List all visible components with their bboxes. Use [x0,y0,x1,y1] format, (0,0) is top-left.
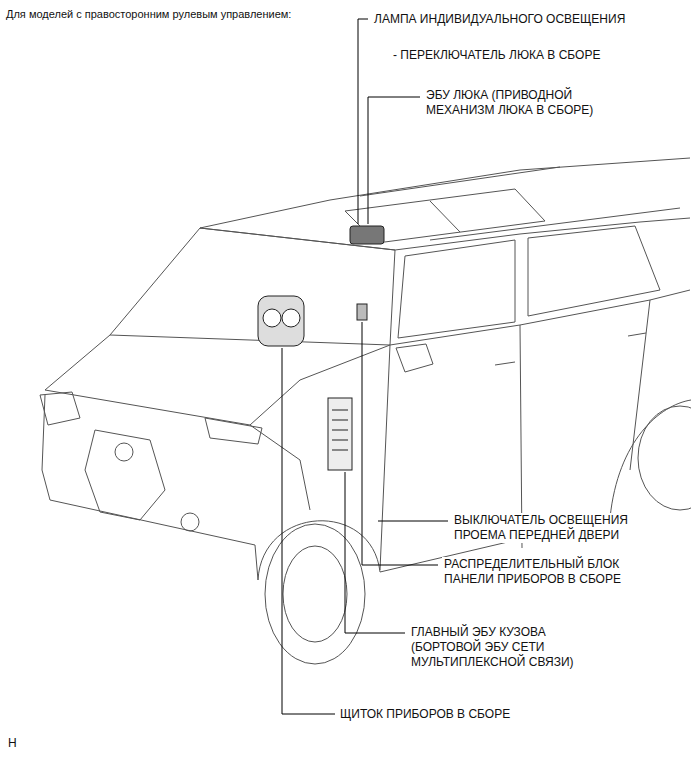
part-label: ГЛАВНЫЙ ЭБУ КУЗОВА (БОРТОВОЙ ЭБУ СЕТИ МУ… [409,625,613,670]
leader-lines [282,19,448,714]
front-window [398,240,515,338]
part-label: ЭБУ ЛЮКА (ПРИВОДНОЙ МЕХАНИЗМ ЛЮКА В СБОР… [424,88,633,118]
sunroof-ecu [350,226,384,244]
rear-wheel [638,406,691,510]
part-label: - ПЕРЕКЛЮЧАТЕЛЬ ЛЮКА В СБОРЕ [391,48,602,63]
wheel-rim [283,546,347,642]
roof-edge [200,158,690,228]
part-label: ВЫКЛЮЧАТЕЛЬ ОСВЕЩЕНИЯ ПРОЕМА ПЕРЕДНЕЙ ДВ… [452,513,671,543]
belt-line [390,290,690,345]
leader-line [362,322,438,565]
headlight [40,392,262,444]
instrument-cluster [258,296,304,346]
ecu-ribs [332,410,348,450]
leader-line [378,521,448,522]
fog-lamp [181,513,199,531]
windshield [110,228,395,345]
door-handle [495,333,646,365]
rear-window [528,226,660,316]
components [258,226,384,470]
gauge [263,309,281,327]
body-ecu [328,398,352,470]
part-label: РАСПРЕДЕЛИТЕЛЬНЫЙ БЛОК ПАНЕЛИ ПРИБОРОВ В… [442,557,671,587]
leader-line [358,19,368,224]
grille [85,430,165,520]
roof-rail [360,167,680,240]
leader-line [345,472,405,633]
mirror [396,344,433,372]
leader-line [368,97,420,224]
figure-code: H [6,736,19,751]
part-label: ЩИТОК ПРИБОРОВ В СБОРЕ [338,707,512,722]
leader-line [282,348,335,714]
heading: Для моделей с правосторонним рулевым упр… [6,8,291,22]
part-label: ЛАМПА ИНДИВИДУАЛЬНОГО ОСВЕЩЕНИЯ [372,12,627,27]
emblem [115,443,133,461]
sunroof [345,189,545,243]
gauge [282,309,300,327]
car-body [40,158,691,664]
front-bumper [42,395,258,580]
fender [250,425,310,510]
front-wheel [265,524,365,664]
junction-block [357,304,367,320]
